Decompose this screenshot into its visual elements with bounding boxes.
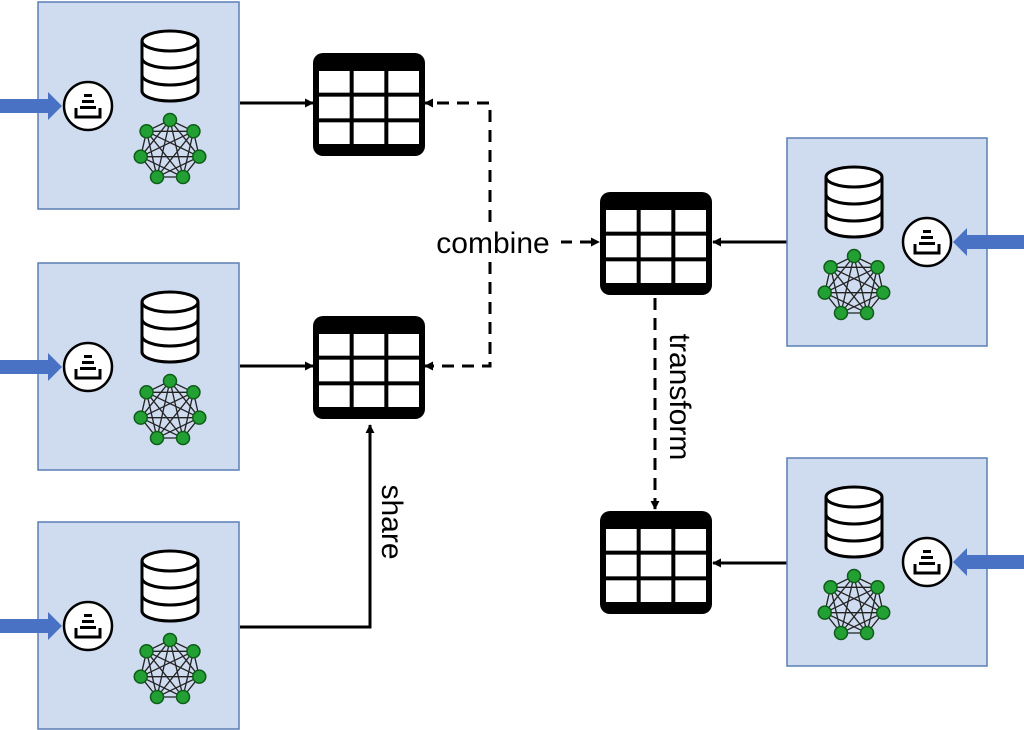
inbox-tray-icon (62, 80, 114, 132)
labels: combine share transform (375, 224, 696, 560)
network-graph-icon (133, 373, 207, 446)
node-right-1 (786, 137, 1024, 347)
dashed-connectors (424, 98, 660, 510)
input-arrow (0, 353, 62, 381)
table-transformed-icon (600, 511, 712, 614)
database-icon (140, 290, 200, 364)
share-label: share (375, 484, 408, 559)
combine-label-bg (425, 224, 561, 262)
input-arrow (953, 548, 1024, 576)
inbox-tray-icon (62, 341, 114, 393)
database-icon (824, 485, 884, 559)
tables (313, 53, 712, 614)
database-icon (140, 29, 200, 103)
database-icon (140, 549, 200, 623)
inbox-tray-icon (901, 216, 953, 268)
node-left-3 (0, 521, 240, 730)
transform-label: transform (663, 334, 696, 461)
network-graph-icon (133, 112, 207, 185)
combine-label: combine (436, 227, 549, 260)
combine-arrow-to-table1 (424, 98, 492, 242)
database-icon (824, 165, 884, 239)
node-left-1 (0, 1, 240, 210)
table-1-icon (313, 53, 425, 156)
node-right-2 (786, 457, 1024, 667)
input-arrow (953, 228, 1024, 256)
network-graph-icon (817, 568, 891, 641)
network-graph-icon (133, 632, 207, 705)
input-arrow (0, 92, 62, 120)
share-arrow (240, 424, 375, 629)
table-2-icon (313, 316, 425, 419)
input-arrow (0, 612, 62, 640)
connectors (240, 98, 788, 629)
combine-arrow-to-table2 (424, 242, 492, 371)
inbox-tray-icon (62, 600, 114, 652)
node-left-2 (0, 262, 240, 471)
table-combined-icon (600, 192, 712, 295)
inbox-tray-icon (901, 536, 953, 588)
network-graph-icon (817, 248, 891, 321)
